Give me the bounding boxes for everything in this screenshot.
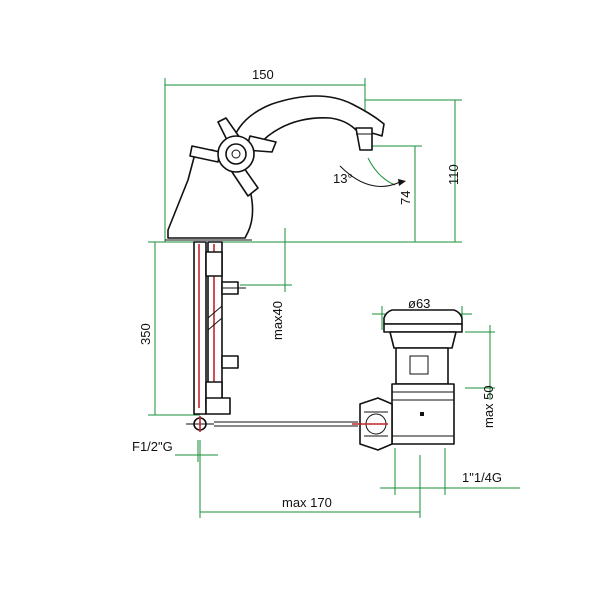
supply-assembly xyxy=(186,241,246,432)
label-height-350: 350 xyxy=(138,323,153,345)
dimension-labels: 150 110 74 13° 350 max40 ø63 max 50 F1/2… xyxy=(132,67,502,510)
label-angle: 13° xyxy=(333,171,353,186)
label-max40: max40 xyxy=(270,301,285,340)
dimension-lines xyxy=(148,78,520,518)
label-height-110: 110 xyxy=(446,164,461,185)
label-inlet-thread: F1/2"G xyxy=(132,439,173,454)
label-drain-thread: 1"1/4G xyxy=(462,470,502,485)
label-max170: max 170 xyxy=(282,495,332,510)
label-width-150: 150 xyxy=(252,67,274,82)
pop-up-waste xyxy=(352,309,463,451)
cross-handle xyxy=(189,117,277,197)
label-max50: max 50 xyxy=(481,385,496,428)
label-drain-diameter: ø63 xyxy=(408,296,430,311)
label-height-74: 74 xyxy=(398,191,413,205)
faucet-body xyxy=(165,95,406,241)
pull-rod xyxy=(214,421,358,427)
